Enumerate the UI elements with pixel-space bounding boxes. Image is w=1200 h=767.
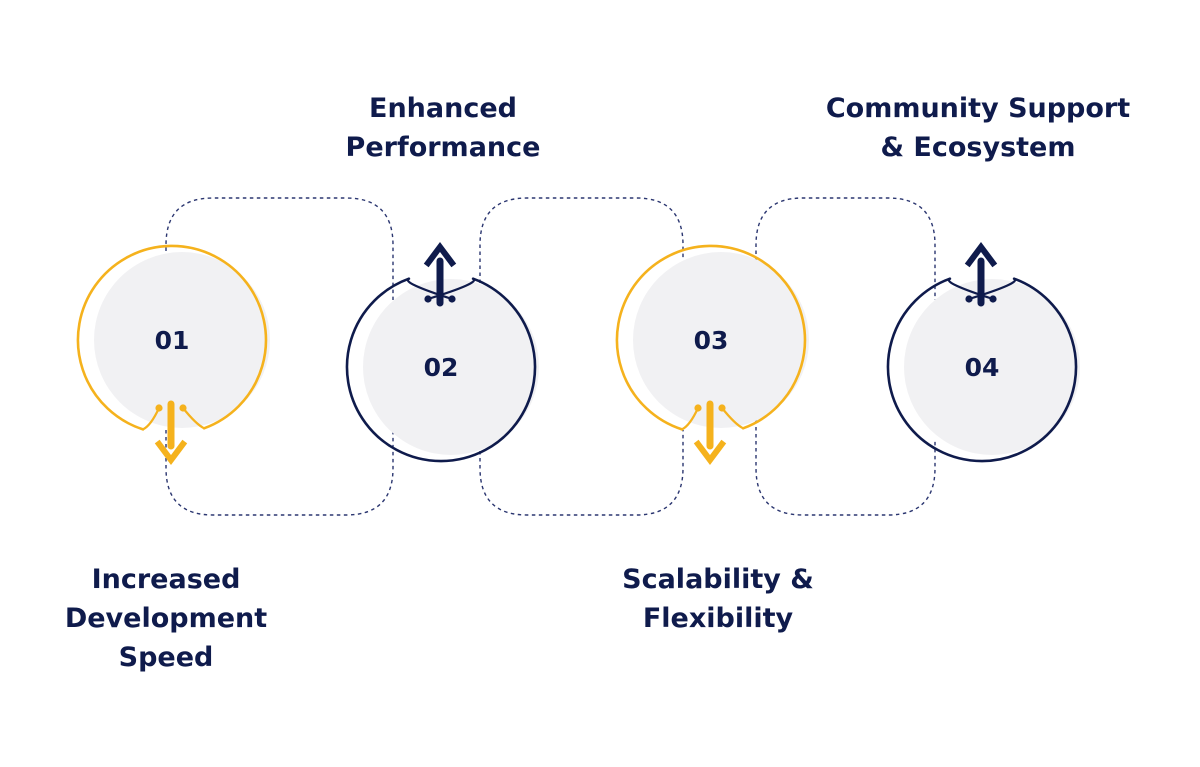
node-lead-right [406, 277, 453, 301]
connector-top-2-3 [479, 197, 684, 290]
node-dot [965, 295, 973, 303]
connector-bottom-1-2 [165, 430, 394, 516]
arrow-down-head-icon [693, 439, 727, 465]
connector-top-3-4 [755, 197, 936, 300]
connector-bottom-2-3 [479, 430, 684, 516]
step-node-01: 01 [76, 244, 270, 465]
arrow-up-head-icon [423, 242, 457, 268]
node-ring [615, 244, 807, 431]
node-lead-left [427, 277, 476, 301]
step-number-03: 03 [694, 326, 729, 355]
step-node-04: 04 [886, 242, 1080, 463]
step-title-02: Enhanced Performance [345, 93, 541, 163]
node-lead-right [947, 277, 994, 301]
step-title-03: Scalability & Flexibility [622, 564, 814, 634]
arrow-up-head-icon [964, 242, 998, 268]
step-number-01: 01 [155, 326, 190, 355]
step-number-04: 04 [965, 353, 1000, 382]
node-ring [345, 277, 537, 463]
step-title-04: Community Support & Ecosystem [825, 93, 1131, 163]
node-dot [694, 404, 702, 412]
dashed-connectors [165, 197, 936, 516]
node-dot [424, 295, 432, 303]
node-dot [989, 295, 997, 303]
node-lead-left [968, 277, 1017, 301]
step-nodes: 01 02 03 04 [76, 242, 1080, 465]
arrow-down-head-icon [154, 439, 188, 465]
node-dot [155, 404, 163, 412]
step-title-01: Increased Development Speed [64, 564, 268, 673]
node-ring [76, 244, 268, 431]
node-dot [718, 404, 726, 412]
node-halo [94, 252, 270, 428]
step-number-02: 02 [424, 353, 459, 382]
node-ring [886, 277, 1078, 463]
node-dot [179, 404, 187, 412]
connector-top-1-2 [165, 197, 394, 300]
connector-bottom-3-4 [755, 420, 936, 516]
node-halo [633, 252, 809, 428]
node-dot [448, 295, 456, 303]
step-node-02: 02 [345, 242, 539, 463]
node-halo [904, 279, 1080, 455]
step-node-03: 03 [615, 244, 809, 465]
node-halo [363, 279, 539, 455]
